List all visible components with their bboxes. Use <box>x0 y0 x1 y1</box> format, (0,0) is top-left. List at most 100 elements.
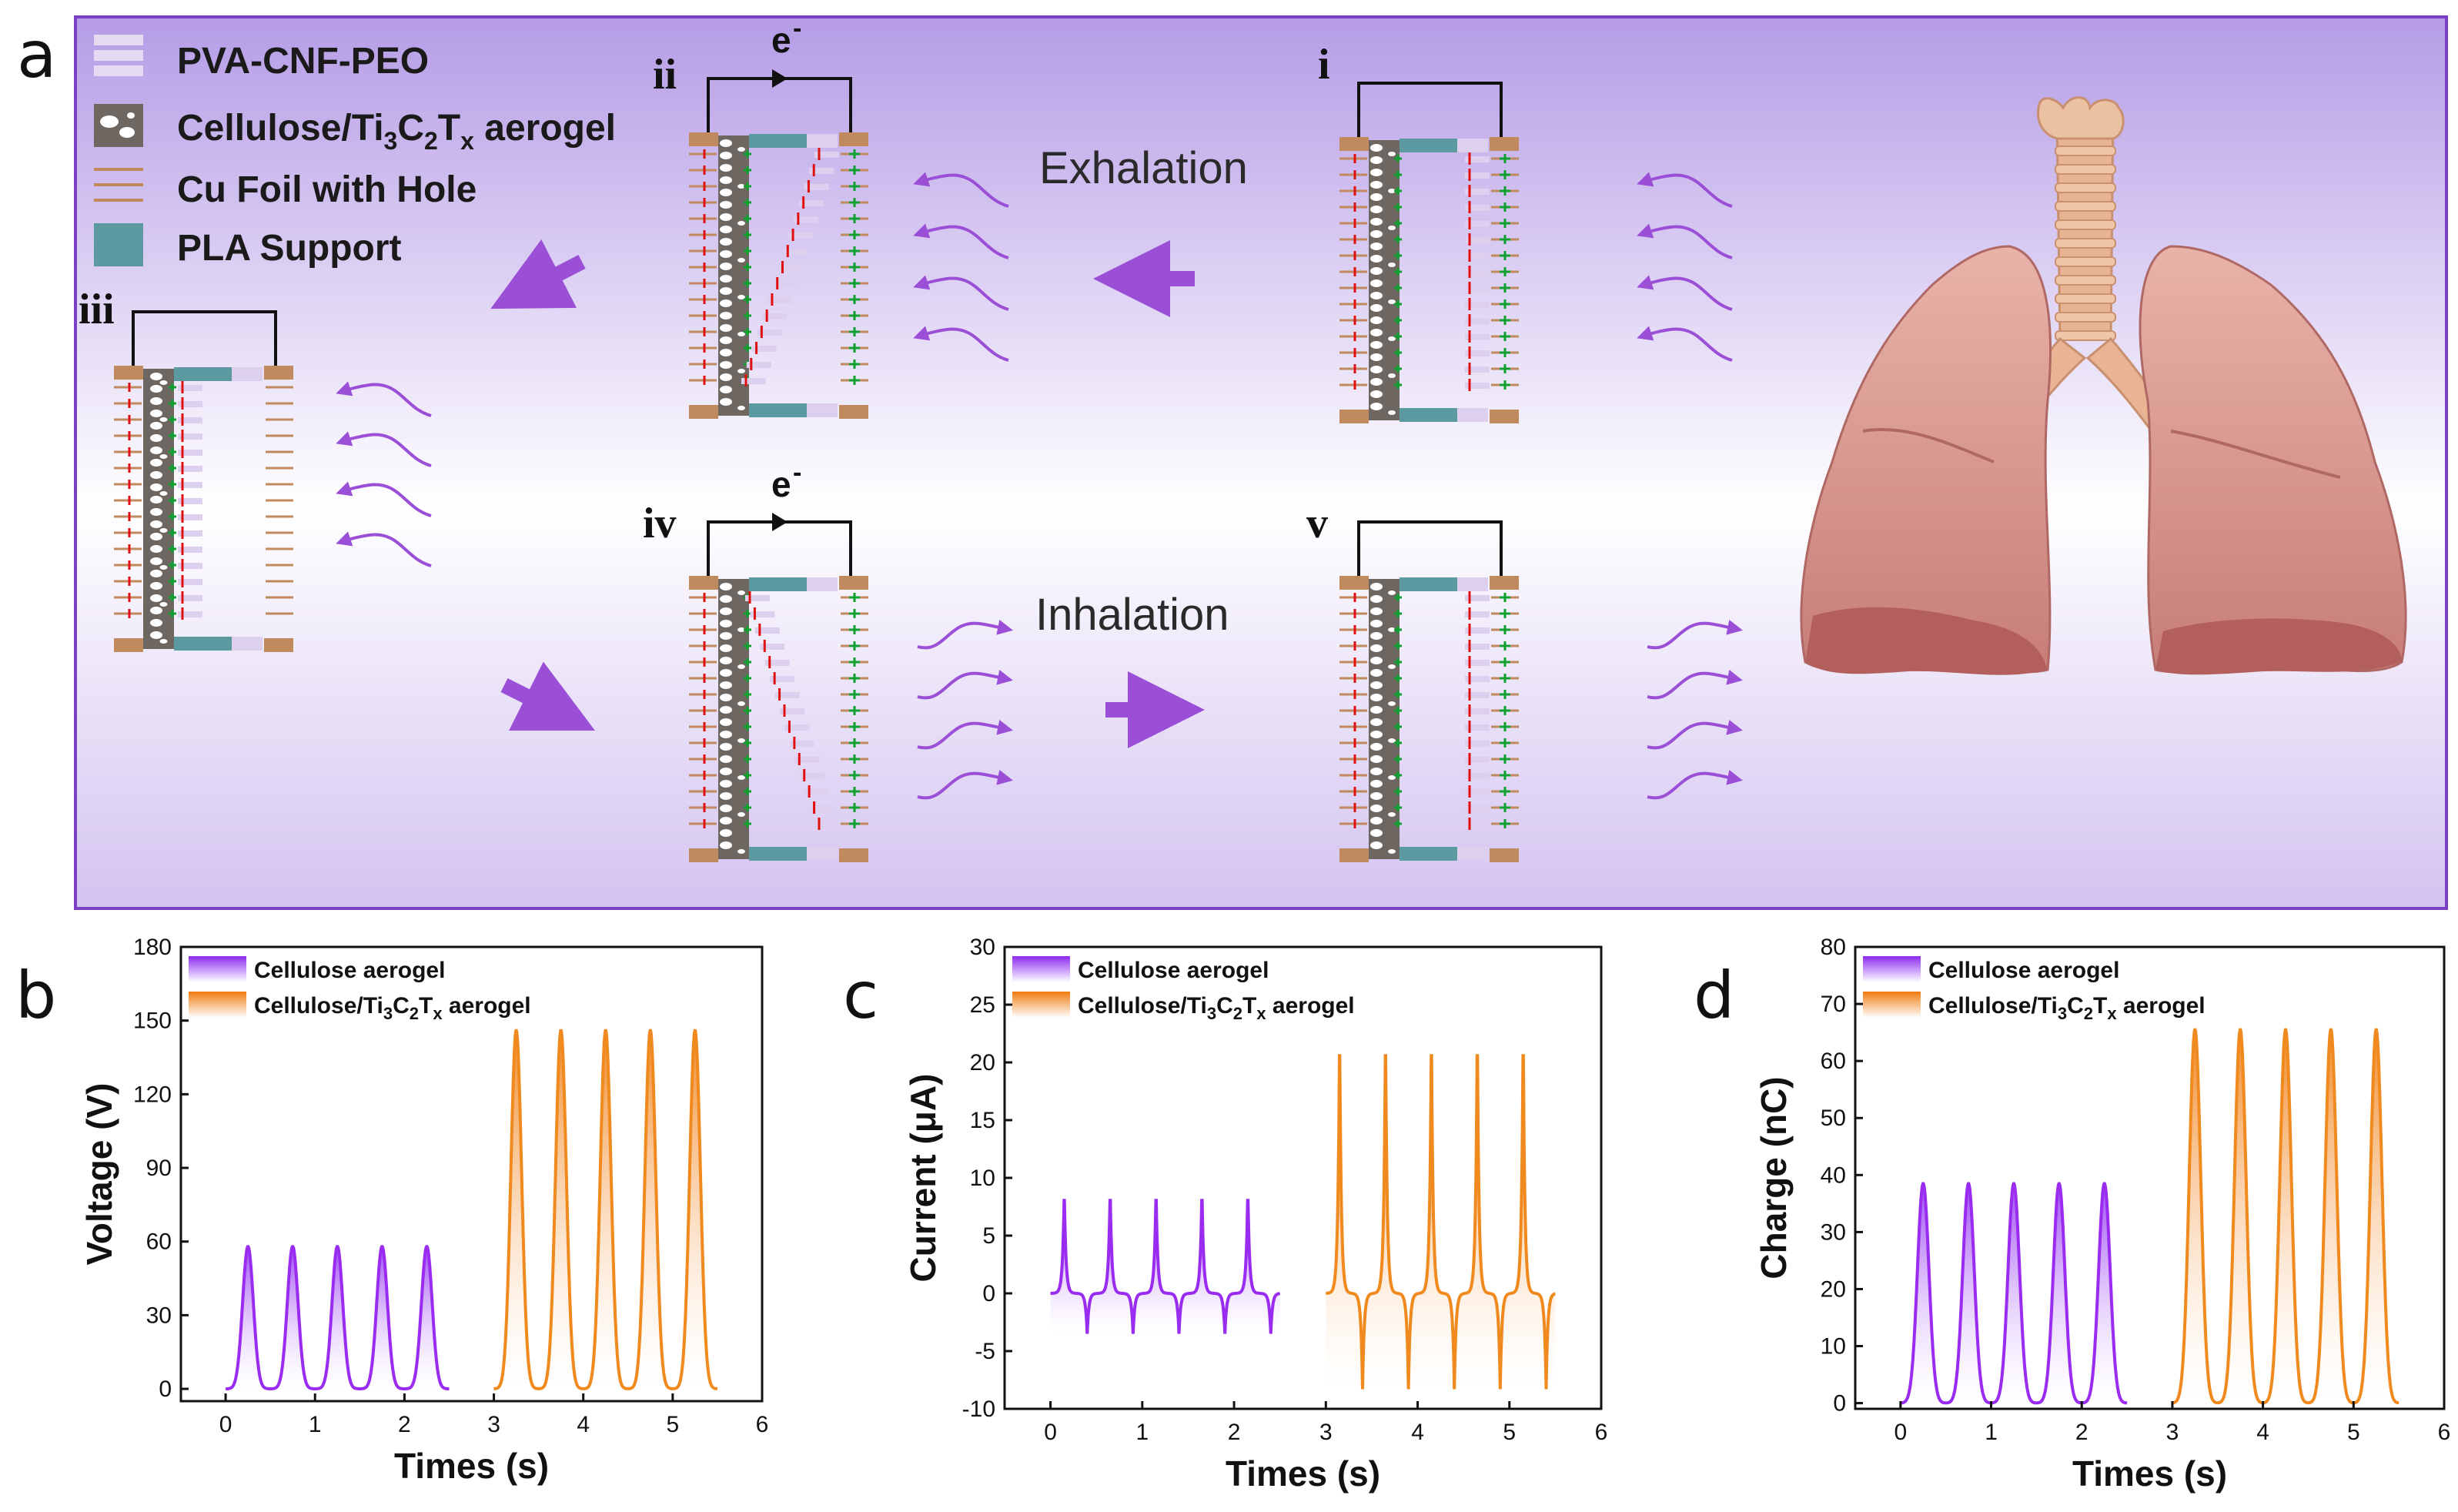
series-line-1 <box>2172 1028 2399 1405</box>
x-tick-label: 6 <box>2438 1420 2451 1445</box>
pva-segment <box>1457 139 1488 152</box>
y-tick-label: -5 <box>975 1339 995 1364</box>
electron-flow-arrow <box>772 69 788 88</box>
y-tick-label: 80 <box>1821 935 1846 960</box>
device-stage-iii <box>114 310 293 652</box>
x-tick-label: 5 <box>2347 1420 2360 1445</box>
y-tick-label: 50 <box>1821 1106 1846 1131</box>
y-tick-label: 10 <box>970 1166 995 1191</box>
cu-electrode-pad <box>264 638 293 652</box>
x-tick-label: 5 <box>1503 1420 1516 1445</box>
pla-support <box>749 847 807 861</box>
plot-frame <box>1854 945 2446 1410</box>
y-tick-label: 10 <box>1821 1334 1846 1360</box>
panel-label-b: b <box>15 958 56 1033</box>
x-axis-title: Times (s) <box>1226 1453 1380 1494</box>
series-line-1 <box>493 1029 718 1390</box>
legend-swatch-0 <box>1863 956 1921 982</box>
legend-cu-label: Cu Foil with Hole <box>177 169 477 210</box>
airflow-arrows <box>336 172 1743 800</box>
pva-segment <box>807 134 838 148</box>
pva-segment <box>1457 577 1488 591</box>
exhalation-label: Exhalation <box>1039 143 1248 193</box>
series-fill-0 <box>1050 1200 1280 1334</box>
y-axis-title: Charge (nC) <box>1754 1076 1794 1279</box>
stage-label-v: v <box>1306 500 1328 547</box>
pla-support <box>174 367 232 381</box>
pva-segment <box>1457 847 1488 861</box>
airflow-arrow <box>1647 670 1743 700</box>
pla-support <box>174 637 232 651</box>
y-axis-title: Voltage (V) <box>79 1083 119 1266</box>
x-tick-label: 6 <box>756 1412 769 1437</box>
x-tick-label: 1 <box>1136 1420 1149 1445</box>
panel-label-c: c <box>843 958 878 1033</box>
pla-support <box>1400 577 1457 591</box>
pva-segment <box>232 637 263 651</box>
y-tick-label: 30 <box>970 935 995 960</box>
y-tick-label: -10 <box>962 1397 995 1422</box>
legend-swatch-1 <box>1863 992 1921 1018</box>
airflow-arrow <box>917 770 1013 800</box>
y-tick-label: 0 <box>982 1281 995 1306</box>
airflow-arrow <box>913 223 1009 259</box>
airflow-arrow <box>1637 275 1733 311</box>
plot-frame <box>179 945 764 1403</box>
cu-foil-icon <box>94 168 143 202</box>
x-tick-label: 4 <box>2256 1420 2269 1445</box>
airflow-arrow <box>1637 172 1733 208</box>
cu-electrode-pad <box>1490 848 1519 862</box>
cu-electrode-pad <box>839 576 868 590</box>
panel-label-a: a <box>17 17 56 92</box>
series-line-0 <box>1900 1182 2128 1405</box>
airflow-arrow <box>336 531 432 567</box>
electron-label-iv: e - <box>771 458 801 504</box>
series-fill-0 <box>226 1246 450 1390</box>
cu-electrode-pad <box>839 848 868 862</box>
legend-swatch-0 <box>189 956 246 982</box>
x-tick-label: 1 <box>1985 1420 1998 1445</box>
circuit-wire <box>132 310 277 366</box>
cu-electrode-pad <box>839 132 868 146</box>
y-tick-label: 60 <box>146 1229 172 1255</box>
cu-electrode-pad <box>1339 410 1369 423</box>
x-tick-label: 3 <box>2166 1420 2179 1445</box>
cu-electrode-pad <box>264 366 293 380</box>
series-fill-1 <box>2172 1029 2399 1403</box>
inhalation-label: Inhalation <box>1035 590 1229 640</box>
y-tick-label: 30 <box>146 1303 172 1328</box>
airflow-arrow <box>913 326 1009 362</box>
device-stage-ii <box>689 69 868 419</box>
airflow-arrow <box>336 481 432 517</box>
device-stage-i <box>1339 82 1519 423</box>
pla-support <box>749 577 807 591</box>
legend-swatch-1 <box>189 992 246 1018</box>
panel-a-frame <box>74 15 2448 910</box>
cu-electrode-pad <box>1490 137 1519 151</box>
series-line-1 <box>1326 1054 1556 1390</box>
svg-text:e: e <box>771 20 791 60</box>
lungs-illustration <box>1800 96 2407 675</box>
x-tick-label: 0 <box>1044 1420 1057 1445</box>
airflow-arrow <box>917 620 1013 650</box>
circuit-wire <box>1357 520 1503 576</box>
x-tick-label: 2 <box>1228 1420 1241 1445</box>
x-tick-label: 3 <box>1319 1420 1333 1445</box>
series-fill-1 <box>493 1030 717 1390</box>
cu-electrode-pad <box>839 405 868 419</box>
pva-segment <box>807 577 838 591</box>
pla-support <box>1400 139 1457 152</box>
stage-label-iii: iii <box>79 286 115 333</box>
cu-electrode-pad <box>689 132 718 146</box>
x-tick-label: 5 <box>667 1412 680 1437</box>
y-tick-label: 0 <box>1833 1391 1846 1417</box>
pla-support <box>749 403 807 417</box>
airflow-arrow <box>1647 770 1743 800</box>
y-tick-label: 0 <box>159 1377 172 1402</box>
y-tick-label: 180 <box>133 935 172 960</box>
svg-text:-: - <box>793 458 801 487</box>
y-tick-label: 60 <box>1821 1049 1846 1074</box>
